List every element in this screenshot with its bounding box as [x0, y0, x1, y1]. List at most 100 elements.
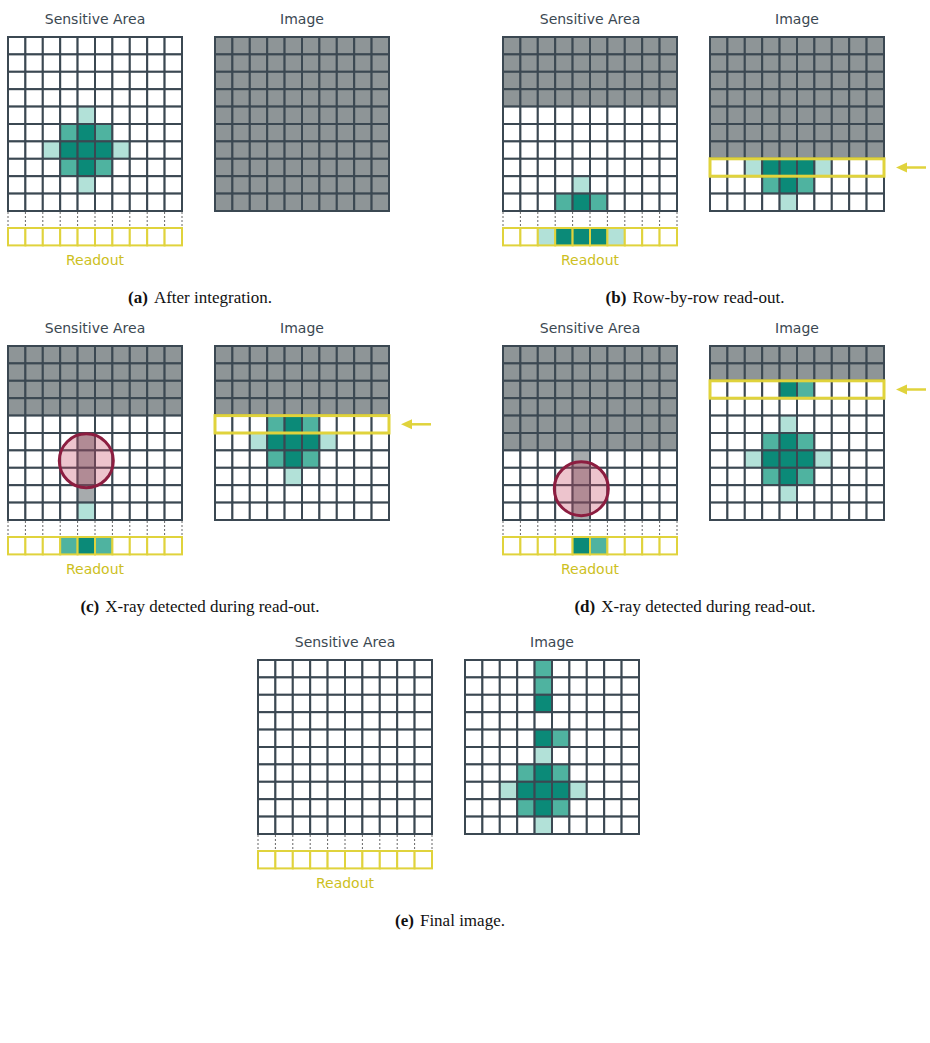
pixel-cell [762, 159, 779, 176]
pixel-cell [622, 764, 639, 781]
pixel-cell [503, 503, 520, 520]
pixel-cell [95, 89, 112, 106]
pixel-cell [362, 677, 379, 694]
pixel-cell [345, 747, 362, 764]
pixel-cell [780, 37, 797, 54]
pixel-cell [372, 89, 389, 106]
pixel-cell [165, 159, 182, 176]
pixel-cell [78, 363, 95, 380]
pixel-cell [555, 89, 572, 106]
pixel-cell [555, 124, 572, 141]
pixel-cell [710, 363, 727, 380]
pixel-cell [710, 433, 727, 450]
pixel-cell [607, 381, 624, 398]
pixel-cell [625, 381, 642, 398]
pixel-cell [520, 416, 537, 433]
pixel-cell [130, 176, 147, 193]
pixel-cell [642, 381, 659, 398]
pixel-cell [745, 176, 762, 193]
pixel-cell [250, 176, 267, 193]
pixel-cell [302, 468, 319, 485]
pixel-cell [302, 433, 319, 450]
pixel-cell [867, 381, 884, 398]
pixel-cell [727, 54, 744, 71]
pixel-cell [147, 54, 164, 71]
pixel-cell [60, 159, 77, 176]
pixel-cell [500, 660, 517, 677]
pixel-cell [112, 72, 129, 89]
pixel-cell [337, 433, 354, 450]
pixel-cell [482, 730, 499, 747]
pixel-cell [780, 468, 797, 485]
pixel-cell [517, 677, 534, 694]
transfer-line [129, 521, 130, 536]
pixel-cell [372, 416, 389, 433]
pixel-cell [319, 37, 336, 54]
pixel-cell [482, 695, 499, 712]
pixel-cell [362, 817, 379, 834]
caption-text: Row-by-row read-out. [632, 288, 784, 308]
pixel-cell [642, 89, 659, 106]
pixel-cell [328, 817, 345, 834]
pixel-cell [285, 194, 302, 211]
pixel-cell [762, 194, 779, 211]
pixel-cell [147, 433, 164, 450]
pixel-cell [250, 363, 267, 380]
pixel-cell [762, 346, 779, 363]
pixel-cell [250, 159, 267, 176]
pixel-cell [78, 503, 95, 520]
pixel-cell [465, 660, 482, 677]
pixel-cell [797, 194, 814, 211]
pixel-cell [625, 124, 642, 141]
pixel-cell [112, 433, 129, 450]
pixel-cell [78, 381, 95, 398]
pixel-cell [814, 346, 831, 363]
pixel-cell [380, 817, 397, 834]
pixel-cell [112, 37, 129, 54]
pixel-cell [745, 89, 762, 106]
pixel-cell [337, 72, 354, 89]
pixel-cell [867, 89, 884, 106]
pixel-cell [112, 381, 129, 398]
pixel-cell [302, 159, 319, 176]
pixel-cell [354, 89, 371, 106]
pixel-cell [372, 141, 389, 158]
pixel-cell [372, 468, 389, 485]
transfer-line [555, 521, 556, 536]
pixel-cell [660, 485, 677, 502]
transfer-line [414, 835, 415, 850]
pixel-cell [130, 485, 147, 502]
pixel-cell [642, 159, 659, 176]
pixel-cell [319, 450, 336, 467]
pixel-cell [165, 433, 182, 450]
pixel-cell [607, 89, 624, 106]
pixel-cell [780, 89, 797, 106]
row-arrow [409, 423, 431, 426]
pixel-cell [569, 695, 586, 712]
pixel-cell [832, 381, 849, 398]
caption-text: Final image. [420, 911, 505, 931]
pixel-cell [590, 89, 607, 106]
pixel-cell [112, 176, 129, 193]
pixel-cell [43, 450, 60, 467]
pixel-cell [832, 346, 849, 363]
pixel-cell [165, 194, 182, 211]
pixel-cell [250, 433, 267, 450]
row-arrow-head [401, 419, 412, 429]
pixel-cell [867, 37, 884, 54]
transfer-line [112, 521, 113, 536]
pixel-cell [535, 695, 552, 712]
pixel-cell [165, 381, 182, 398]
pixel-cell [319, 107, 336, 124]
pixel-cell [520, 450, 537, 467]
pixel-cell [573, 72, 590, 89]
pixel-cell [337, 485, 354, 502]
pixel-cell [165, 416, 182, 433]
pixel-cell [590, 194, 607, 211]
pixel-cell [503, 54, 520, 71]
sensitive-grid [503, 37, 677, 211]
pixel-cell [319, 72, 336, 89]
pixel-cell [727, 485, 744, 502]
pixel-cell [660, 503, 677, 520]
transfer-line [677, 521, 678, 536]
